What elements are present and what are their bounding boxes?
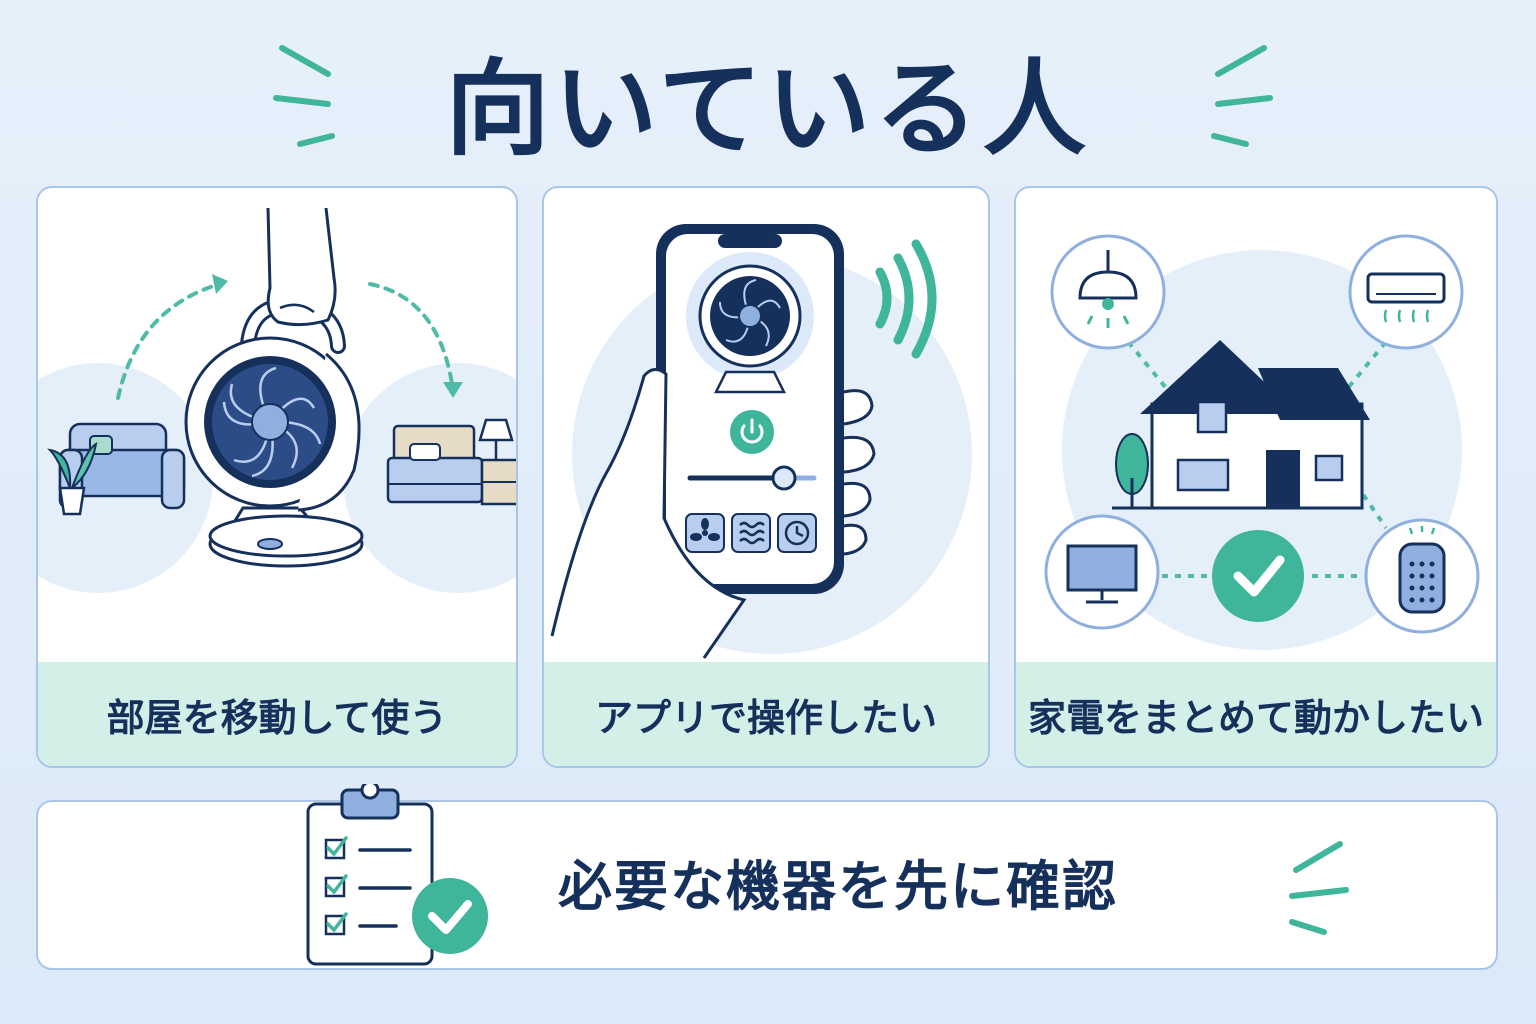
tv-icon: [1044, 514, 1160, 630]
card-smart-home: 家電をまとめて動かしたい: [1014, 186, 1498, 768]
burst-right-decoration: [1211, 45, 1273, 147]
house-icon: [1140, 340, 1370, 510]
smart-home-illustration: [1044, 234, 1480, 650]
bed-icon: [386, 424, 484, 504]
sofa-icon: [58, 422, 186, 510]
card-caption: 部屋を移動して使う: [38, 662, 516, 766]
nightstand-icon: [478, 418, 516, 506]
burst-decoration: [1289, 841, 1349, 935]
hand-icon: [266, 207, 337, 327]
check-icon: [1212, 530, 1304, 622]
phone-app-illustration: [550, 224, 972, 659]
wifi-signal-icon: [875, 239, 937, 359]
burst-left-decoration: [273, 45, 335, 147]
hand-icon: [550, 368, 876, 659]
tree-icon: [1112, 433, 1156, 510]
fan-mode-icon: [690, 518, 720, 541]
card-app-control: アプリで操作したい: [542, 186, 990, 768]
card-caption: 家電をまとめて動かしたい: [1016, 662, 1496, 766]
page-title: 向いている人: [445, 48, 1091, 170]
pendant-light-icon: [1050, 234, 1166, 350]
card-portable-use: 部屋を移動して使う: [36, 186, 518, 768]
plant-icon: [47, 441, 98, 516]
power-icon: [730, 410, 774, 454]
clipboard-checklist-icon: [306, 784, 488, 966]
air-conditioner-icon: [1348, 234, 1464, 350]
smart-speaker-icon: [1364, 518, 1480, 634]
card-caption: アプリで操作したい: [544, 662, 988, 766]
bottom-banner-text: 必要な機器を先に確認: [558, 855, 1118, 918]
portable-fan-illustration: [38, 207, 516, 593]
speed-slider: [687, 465, 817, 491]
timer-icon: [784, 520, 810, 546]
bottom-banner: 必要な機器を先に確認: [36, 784, 1498, 970]
wave-mode-icon: [739, 521, 765, 545]
